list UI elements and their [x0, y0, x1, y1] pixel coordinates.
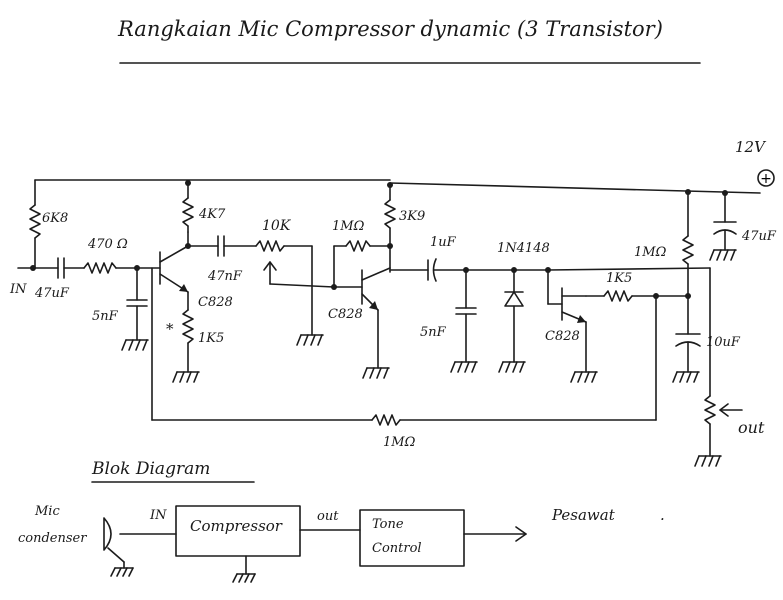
block-in-label: IN — [149, 508, 167, 523]
resistor-1k5-collector — [585, 290, 691, 302]
block-diagram-heading: Blok Diagram — [91, 459, 210, 479]
resistor-470-label: 470 Ω — [87, 237, 128, 252]
resistor-1k5-emitter — [172, 309, 200, 383]
diode-label: 1N4148 — [497, 241, 550, 256]
pesawat-label: Pesawat — [551, 506, 616, 524]
condenser-label: condenser — [18, 531, 87, 546]
mic-symbol — [103, 517, 177, 577]
output-potentiometer — [547, 267, 743, 467]
capacitor-5nf-2 — [450, 269, 478, 373]
transistor-q3 — [547, 269, 598, 383]
capacitor-10uf — [672, 333, 701, 383]
transistor-q3-label: C828 — [545, 329, 580, 344]
input-capacitor-label: 47uF — [34, 286, 70, 301]
transistor-q2 — [333, 267, 391, 379]
resistor-6k8-label: 6K8 — [42, 211, 68, 226]
capacitor-5nf-2-label: 5nF — [420, 325, 447, 340]
transistor-q1 — [159, 231, 189, 311]
resistor-1k5-emitter-label: 1K5 — [198, 331, 224, 346]
resistor-3k9 — [384, 184, 396, 273]
control-label: Control — [372, 541, 422, 556]
tone-control-block — [359, 509, 465, 567]
capacitor-10uf-label: 10uF — [706, 335, 741, 350]
supply-voltage-label: 12V — [735, 138, 767, 156]
feedback-loop — [151, 267, 657, 426]
block-out-label: out — [317, 509, 339, 524]
potentiometer-10k-label: 10K — [262, 218, 292, 234]
capacitor-5nf-1-label: 5nF — [92, 309, 119, 324]
resistor-1m-feedback-label: 1MΩ — [332, 219, 365, 234]
tone-label: Tone — [372, 517, 404, 532]
emitter-star-mark: * — [166, 320, 174, 338]
resistor-1m-right-label: 1MΩ — [634, 245, 667, 260]
resistor-6k8 — [29, 179, 41, 269]
potentiometer-10k — [255, 240, 335, 346]
diagram-title: Rangkaian Mic Compressor dynamic (3 Tran… — [117, 17, 663, 41]
capacitor-5nf-1 — [121, 267, 149, 351]
capacitor-47uf-right — [709, 192, 737, 261]
capacitor-47nf-label: 47nF — [207, 269, 243, 284]
resistor-3k9-label: 3K9 — [399, 209, 425, 224]
input-label: IN — [9, 282, 27, 297]
capacitor-1uf — [389, 258, 551, 282]
input-wiring — [17, 257, 85, 279]
resistor-1m-right — [682, 191, 694, 335]
resistor-1m-bottom-label: 1MΩ — [383, 435, 416, 450]
mic-label: Mic — [34, 504, 60, 519]
supply-plus-terminal — [757, 169, 775, 187]
diode-1n4148 — [498, 269, 526, 373]
capacitor-47uf-right-label: 47uF — [741, 229, 777, 244]
capacitor-1uf-label: 1uF — [430, 235, 457, 250]
resistor-470 — [83, 262, 161, 274]
resistor-1k5-collector-label: 1K5 — [606, 271, 632, 286]
resistor-4k7-label: 4K7 — [198, 207, 226, 222]
output-arrow — [463, 526, 527, 542]
compressor-block — [175, 505, 301, 583]
transistor-q1-label: C828 — [198, 295, 233, 310]
pesawat-period: . — [660, 506, 665, 524]
output-label: out — [738, 418, 765, 437]
resistor-1m-feedback — [331, 240, 391, 290]
transistor-q2-label: C828 — [328, 307, 363, 322]
capacitor-47nf — [187, 235, 257, 257]
compressor-label: Compressor — [190, 517, 283, 535]
supply-rail — [34, 179, 761, 196]
supply-plus-sign: + — [760, 171, 772, 187]
